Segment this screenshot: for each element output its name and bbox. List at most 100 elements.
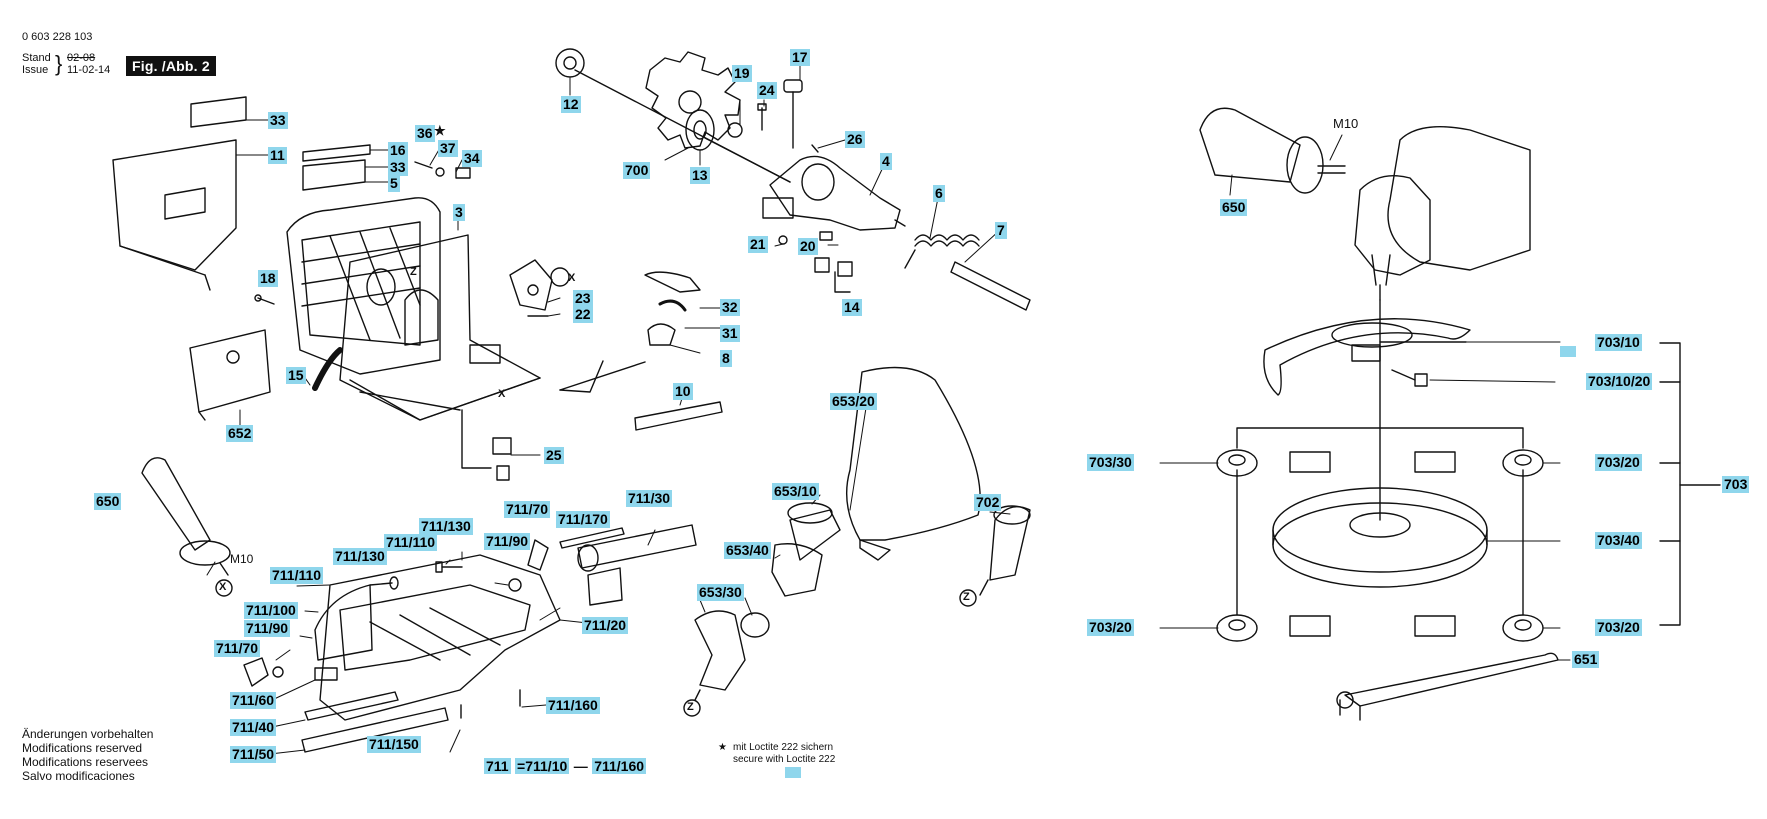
loctite-swatch-grinder xyxy=(1560,346,1576,357)
part-label-650-left: 650 xyxy=(94,493,122,510)
issue-date: 11-02-14 xyxy=(67,64,111,76)
part-label-702: 702 xyxy=(974,494,1002,511)
part-label-653-30: 653/30 xyxy=(697,584,744,601)
part-label-31: 31 xyxy=(720,325,740,342)
part-label-653-40: 653/40 xyxy=(724,542,771,559)
part-label-711-100: 711/100 xyxy=(244,602,298,619)
range-711-160: 711/160 xyxy=(592,758,647,774)
handle-650-left xyxy=(141,457,233,597)
stand-label: Stand xyxy=(22,52,51,64)
nut-703-30 xyxy=(1216,449,1331,477)
rail-10 xyxy=(634,401,723,431)
part-label-711-150: 711/150 xyxy=(367,736,421,753)
part-label-12: 12 xyxy=(561,96,581,113)
part-label-23: 23 xyxy=(573,290,593,307)
part-label-711-30: 711/30 xyxy=(626,490,673,507)
blade-700 xyxy=(645,51,741,149)
part-label-10: 10 xyxy=(673,383,693,400)
part-label-37: 37 xyxy=(438,140,458,157)
part-label-25: 25 xyxy=(544,447,564,464)
part-label-653-20: 653/20 xyxy=(830,393,877,410)
part-label-16: 16 xyxy=(388,142,408,159)
screw-24 xyxy=(757,103,767,131)
spanner-651 xyxy=(1336,652,1559,721)
clip-32-31-8 xyxy=(559,271,701,393)
part-label-32: 32 xyxy=(720,299,740,316)
washer-19 xyxy=(727,122,743,138)
part-label-703-10-20: 703/10/20 xyxy=(1586,373,1653,390)
part-label-703-10: 703/10 xyxy=(1595,334,1642,351)
label-strip-16 xyxy=(302,144,371,191)
adapter-653-10 xyxy=(787,502,841,561)
assembly-range-711: 711 =711/10 — 711/160 xyxy=(484,758,647,776)
guard-703-10 xyxy=(1263,318,1471,396)
part-label-33: 33 xyxy=(268,112,288,129)
parts-21-20-14 xyxy=(778,231,853,293)
marker-z-elbow: Z xyxy=(687,701,694,713)
part-label-711-60: 711/60 xyxy=(230,692,277,709)
parts-25 xyxy=(461,409,512,481)
part-label-711-130-b: 711/130 xyxy=(333,548,387,565)
marker-x-handle: X xyxy=(219,581,227,593)
nut-12 xyxy=(555,48,585,78)
nut-703-20-top xyxy=(1414,449,1544,477)
part-label-711-40: 711/40 xyxy=(230,719,277,736)
part-label-652: 652 xyxy=(226,425,254,442)
range-711-10: =711/10 xyxy=(515,758,570,774)
note-star-icon: ★ xyxy=(718,742,727,753)
part-label-5: 5 xyxy=(388,175,400,192)
bracket-lines-nuts xyxy=(1236,427,1524,616)
part-label-11: 11 xyxy=(268,147,287,164)
dust-cover-11 xyxy=(112,139,237,291)
disc-703-40 xyxy=(1272,487,1488,588)
dust-bag-653-20 xyxy=(845,366,981,561)
part-label-13: 13 xyxy=(690,167,710,184)
ring-653 xyxy=(740,612,770,638)
part-label-8: 8 xyxy=(720,350,732,367)
stand-date: 02-08 xyxy=(67,52,96,64)
part-label-34: 34 xyxy=(462,150,482,167)
part-label-651: 651 xyxy=(1572,651,1600,668)
part-label-15: 15 xyxy=(286,367,306,384)
part-label-20: 20 xyxy=(798,238,818,255)
note-de: mit Loctite 222 sichern xyxy=(733,742,834,753)
range-dash: — xyxy=(573,758,588,774)
part-label-18: 18 xyxy=(258,270,278,287)
marker-x-bracket: X xyxy=(568,272,576,284)
footer-line-fr: Modifications reservees xyxy=(22,755,149,769)
part-label-36: 36 xyxy=(415,125,435,142)
part-label-703-20-c: 703/20 xyxy=(1595,619,1642,636)
small-parts-36-37-34 xyxy=(414,161,471,179)
adapter-653-40 xyxy=(771,543,823,597)
part-label-650-right: 650 xyxy=(1220,199,1248,216)
nut-703-20-bottom-left xyxy=(1216,614,1331,642)
knob-711-70 xyxy=(243,657,284,687)
footer-line-es: Salvo modificaciones xyxy=(22,769,135,783)
part-label-7: 7 xyxy=(995,222,1007,239)
thread-label-m10-left: M10 xyxy=(230,552,254,566)
handle-650-right xyxy=(1199,107,1346,194)
part-label-22: 22 xyxy=(573,306,593,323)
guide-711 xyxy=(301,554,561,753)
part-label-21: 21 xyxy=(748,236,768,253)
side-panel-652 xyxy=(189,329,271,421)
part-label-711-110-a: 711/110 xyxy=(384,534,438,551)
part-label-711-170: 711/170 xyxy=(556,511,610,528)
thread-label-m10-right: M10 xyxy=(1333,116,1359,131)
footer-line-en: Modifications reserved xyxy=(22,741,143,755)
part-label-17: 17 xyxy=(790,49,810,66)
part-label-711-20: 711/20 xyxy=(582,617,629,634)
part-label-711-130-a: 711/130 xyxy=(419,518,473,535)
part-label-711-70-a: 711/70 xyxy=(504,501,551,518)
arbor-shaft xyxy=(574,69,791,183)
brace: } xyxy=(55,51,63,76)
pin-7 xyxy=(950,261,1031,311)
knob-17 xyxy=(783,79,803,149)
part-label-711-160: 711/160 xyxy=(546,697,600,714)
part-label-711-50: 711/50 xyxy=(230,746,277,763)
nut-703-20-bottom-right xyxy=(1414,614,1544,642)
part-label-711-90-a: 711/90 xyxy=(484,533,531,550)
spring-6 xyxy=(904,234,980,269)
